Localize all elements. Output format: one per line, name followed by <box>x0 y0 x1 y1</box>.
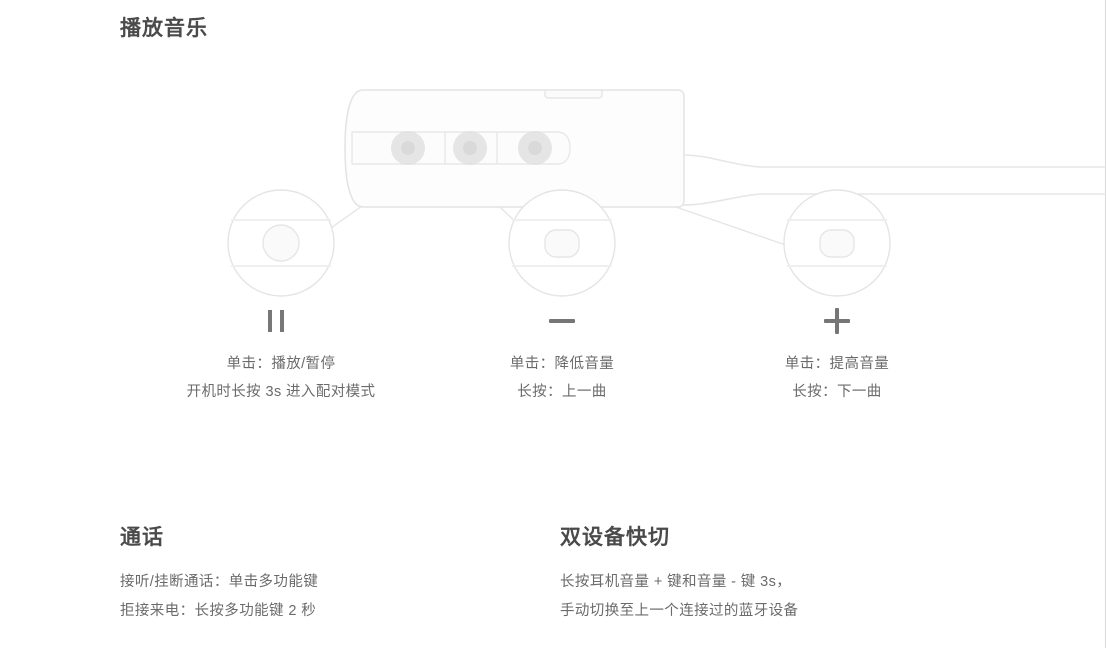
callout-line: 单击：播放/暂停 <box>226 356 336 372</box>
info-line: 长按耳机音量 + 键和音量 - 键 3s， <box>560 574 792 590</box>
callout-line: 单击：提高音量 <box>784 356 890 372</box>
section-title-call: 通话 <box>120 526 164 549</box>
cable-path <box>682 154 1106 206</box>
info-line: 手动切换至上一个连接过的蓝牙设备 <box>560 603 799 619</box>
info-line: 拒接来电：长按多功能键 2 秒 <box>120 603 317 619</box>
callout-multifunction: 单击：播放/暂停 开机时长按 3s 进入配对模式 <box>151 300 411 406</box>
device-buttons <box>391 131 552 165</box>
callout-volume-up: 单击：提高音量 长按：下一曲 <box>707 300 967 406</box>
callout-line: 开机时长按 3s 进入配对模式 <box>186 384 376 400</box>
callout-line: 长按：下一曲 <box>792 384 882 400</box>
callout-volume-down: 单击：降低音量 长按：上一曲 <box>432 300 692 406</box>
play-pause-icon <box>151 300 411 342</box>
pause-bar-right <box>279 310 284 332</box>
callout-circle-volume-up <box>783 189 891 297</box>
callout-line: 单击：降低音量 <box>509 356 615 372</box>
plus-icon <box>707 300 967 342</box>
pause-bar-left <box>267 310 272 332</box>
device-illustration <box>0 60 1106 320</box>
callout-circle-multifunction <box>227 189 335 297</box>
section-title-dual-device: 双设备快切 <box>560 526 670 549</box>
dual-device-info-block: 长按耳机音量 + 键和音量 - 键 3s， 手动切换至上一个连接过的蓝牙设备 <box>560 568 798 626</box>
call-info-block: 接听/挂断通话：单击多功能键 拒接来电：长按多功能键 2 秒 <box>120 568 318 626</box>
info-line: 接听/挂断通话：单击多功能键 <box>120 574 319 590</box>
minus-bar <box>549 319 575 323</box>
callout-line: 长按：上一曲 <box>517 384 607 400</box>
earphone-diagram-svg <box>227 89 1106 297</box>
minus-icon <box>432 300 692 342</box>
callout-circle-volume-down <box>508 189 616 297</box>
plus-bars <box>824 308 850 334</box>
section-title-play-music: 播放音乐 <box>120 17 208 40</box>
